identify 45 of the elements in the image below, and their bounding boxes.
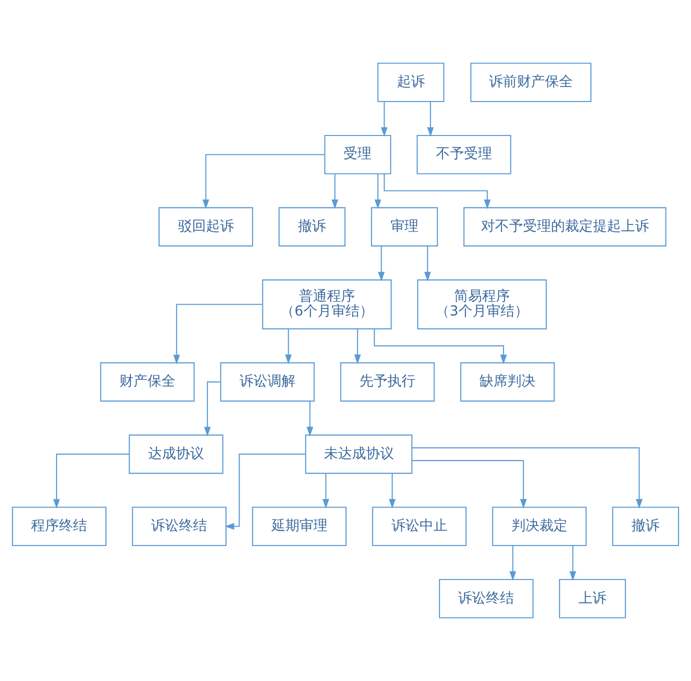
arrow xyxy=(322,474,330,509)
node-box: 诉讼终结 xyxy=(438,578,534,618)
arrow xyxy=(53,454,130,509)
arrow xyxy=(388,474,396,509)
arrow xyxy=(569,546,576,581)
arrow xyxy=(374,328,507,364)
arrow xyxy=(374,174,382,210)
arrow xyxy=(509,546,516,581)
arrow xyxy=(412,460,527,509)
arrow xyxy=(173,304,262,364)
node-box: 程序终结 xyxy=(12,506,106,546)
node-box: 诉讼终结 xyxy=(132,506,227,546)
arrow xyxy=(412,447,643,509)
arrow xyxy=(306,401,314,436)
arrow xyxy=(285,328,292,364)
arrow xyxy=(202,154,325,210)
node-box: 诉讼中止 xyxy=(372,506,467,546)
arrow xyxy=(424,246,431,282)
node-box: 先予执行 xyxy=(340,362,435,402)
node-box: 起诉 xyxy=(377,62,444,102)
node-box: 未达成协议 xyxy=(305,434,412,474)
node-box: 受理 xyxy=(324,134,392,174)
node-box: 普通程序 （6个月审结） xyxy=(262,279,392,330)
node-box: 撤诉 xyxy=(612,506,680,546)
node-box: 达成协议 xyxy=(128,434,224,474)
node-box: 上诉 xyxy=(559,578,626,618)
arrow xyxy=(332,174,338,210)
node-box: 对不予受理的裁定提起上诉 xyxy=(463,207,666,246)
node-box: 诉前财产保全 xyxy=(470,62,592,102)
node-box: 不予受理 xyxy=(416,134,512,174)
node-box: 简易程序 （3个月审结） xyxy=(417,279,547,330)
node-box: 延期审理 xyxy=(252,506,347,546)
arrow xyxy=(427,102,434,137)
node-box: 驳回起诉 xyxy=(158,207,254,246)
node-box: 判决裁定 xyxy=(492,506,587,546)
arrow xyxy=(224,454,306,530)
arrow xyxy=(378,246,385,282)
node-box: 财产保全 xyxy=(100,362,195,402)
arrow xyxy=(384,174,491,210)
node-box: 缺席判决 xyxy=(460,362,555,402)
node-box: 撤诉 xyxy=(278,207,346,246)
arrow xyxy=(354,328,361,364)
arrow xyxy=(380,102,388,137)
node-box: 审理 xyxy=(371,207,438,246)
node-box: 诉讼调解 xyxy=(220,362,315,402)
